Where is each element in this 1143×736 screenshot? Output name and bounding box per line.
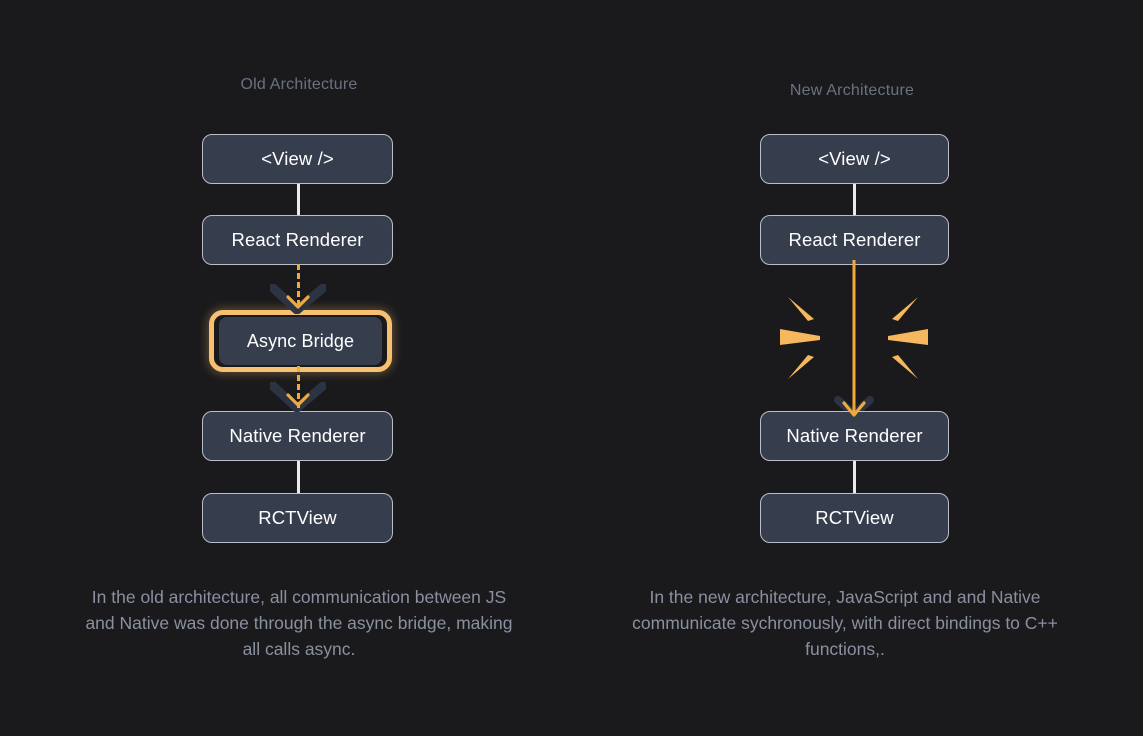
chevron-dark-bottom bbox=[270, 382, 326, 412]
node-new-native-renderer[interactable]: Native Renderer bbox=[760, 411, 949, 461]
arrowhead-orange-bottom bbox=[286, 393, 310, 407]
async-dashed-line-bottom bbox=[297, 366, 300, 408]
node-old-view[interactable]: <View /> bbox=[202, 134, 393, 184]
connector-native-to-rct-new bbox=[853, 459, 856, 495]
new-architecture-caption: In the new architecture, JavaScript and … bbox=[632, 587, 1058, 659]
burst-ray-left-upper bbox=[788, 297, 814, 321]
async-dashed-line-top bbox=[297, 264, 300, 306]
old-architecture-caption: In the old architecture, all communicati… bbox=[85, 587, 513, 659]
node-new-view[interactable]: <View /> bbox=[760, 134, 949, 184]
arrowhead-orange-top bbox=[286, 295, 310, 309]
node-old-native-renderer[interactable]: Native Renderer bbox=[202, 411, 393, 461]
node-old-rctview[interactable]: RCTView bbox=[202, 493, 393, 543]
burst-ray-left-middle bbox=[780, 329, 820, 345]
connector-view-to-react-old bbox=[297, 182, 300, 218]
sync-solid-arrow bbox=[842, 260, 866, 417]
node-old-react-renderer[interactable]: React Renderer bbox=[202, 215, 393, 265]
burst-ray-right-upper bbox=[892, 297, 918, 321]
burst-ray-right-lower bbox=[892, 355, 918, 379]
old-architecture-heading: Old Architecture bbox=[240, 76, 358, 93]
burst-ray-left-lower bbox=[788, 355, 814, 379]
node-new-rctview[interactable]: RCTView bbox=[760, 493, 949, 543]
node-old-async-bridge[interactable]: Async Bridge bbox=[219, 317, 382, 365]
new-architecture-heading: New Architecture bbox=[789, 82, 915, 99]
burst-ray-right-middle bbox=[888, 329, 928, 345]
connector-native-to-rct-old bbox=[297, 459, 300, 495]
node-new-react-renderer[interactable]: React Renderer bbox=[760, 215, 949, 265]
chevron-dark-top bbox=[270, 284, 326, 314]
connector-view-to-react-new bbox=[853, 182, 856, 218]
